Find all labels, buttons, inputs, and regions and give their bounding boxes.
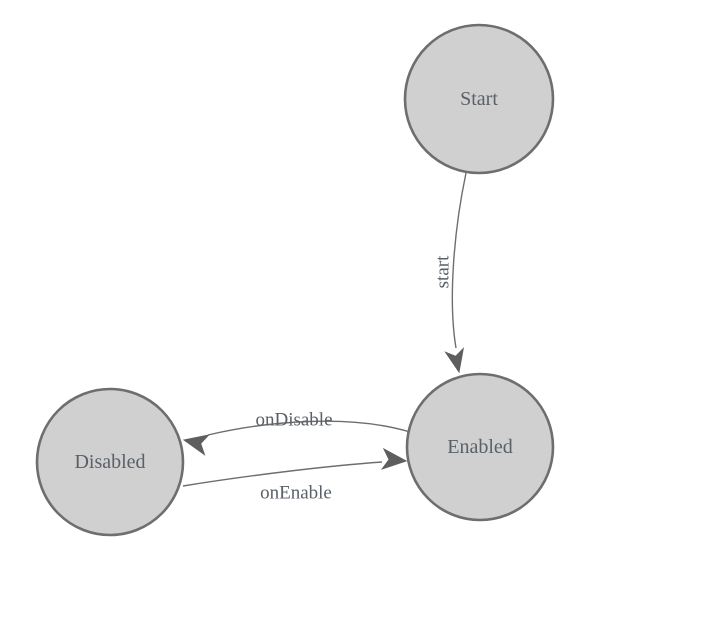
- edge-group: start onDisable onEnable: [182, 172, 468, 504]
- edge-line-onenable: [182, 461, 383, 487]
- edge-disabled-to-enabled[interactable]: onEnable: [182, 447, 408, 504]
- arrowhead-start: [444, 347, 465, 374]
- node-disabled[interactable]: Disabled: [35, 387, 185, 537]
- node-enabled-label: Enabled: [447, 436, 513, 458]
- edge-label-ondisable: onDisable: [255, 410, 332, 431]
- node-disabled-label: Disabled: [74, 451, 145, 473]
- edge-enabled-to-disabled[interactable]: onDisable: [182, 410, 411, 456]
- edge-label-onenable: onEnable: [260, 483, 332, 504]
- arrowhead-ondisable: [182, 434, 211, 456]
- arrowhead-onenable: [380, 447, 408, 470]
- node-start[interactable]: Start: [403, 23, 555, 175]
- edge-line-start: [451, 172, 467, 349]
- node-start-circle[interactable]: [403, 23, 555, 175]
- node-enabled-circle[interactable]: [405, 372, 555, 522]
- edge-start-to-enabled[interactable]: start: [433, 172, 468, 374]
- node-enabled[interactable]: Enabled: [405, 372, 555, 522]
- node-disabled-circle[interactable]: [35, 387, 185, 537]
- node-start-label: Start: [460, 88, 498, 110]
- node-group: Start Enabled Disabled: [35, 23, 555, 537]
- edge-line-ondisable: [207, 420, 411, 436]
- edge-label-start: start: [433, 255, 454, 288]
